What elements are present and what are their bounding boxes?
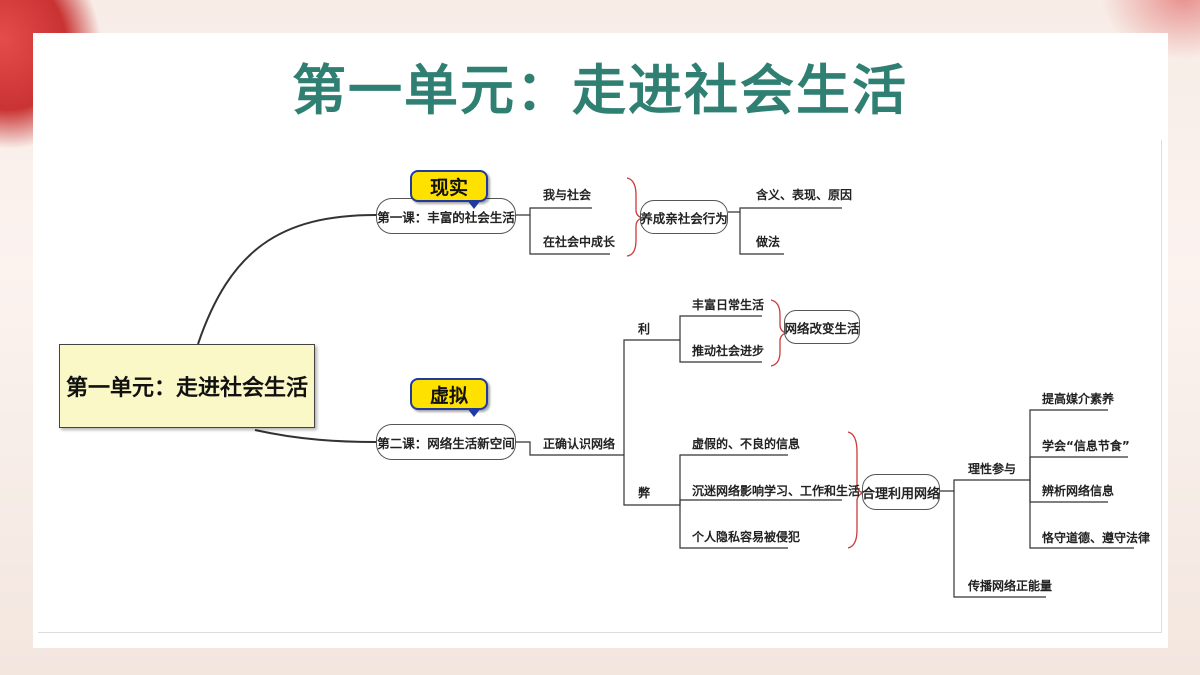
cons-label: 弊 [638,486,651,500]
summary1-child-1: 含义、表现、原因 [756,188,853,202]
tag-reality: 现实 [410,170,488,202]
pros-label: 利 [638,322,651,336]
pros-item-1: 丰富日常生活 [692,298,765,312]
rational-participation: 理性参与 [968,462,1017,476]
tag-tail [467,200,481,209]
summary-rational-use: 合理利用网络 [862,474,940,510]
lesson2-node: 第二课：网络生活新空间 [376,424,516,460]
lesson2-child: 正确认识网络 [543,437,616,451]
cons-item-1: 虚假的、不良的信息 [692,437,801,451]
root-node: 第一单元：走进社会生活 [59,344,315,428]
page-title: 第一单元：走进社会生活 [292,59,908,122]
summary1-child-2: 做法 [756,235,781,249]
lesson1-node: 第一课：丰富的社会生活 [376,198,516,234]
cons-item-3: 个人隐私容易被侵犯 [692,530,801,544]
tag-virtual: 虚拟 [410,378,488,410]
cons-item-2: 沉迷网络影响学习、工作和生活 [692,484,861,498]
rational-item-3: 辨析网络信息 [1042,484,1115,498]
diagram-frame [38,140,1162,633]
lesson1-child-2: 在社会中成长 [543,235,616,249]
rational-item-4: 恪守道德、遵守法律 [1042,531,1151,545]
lesson1-child-1: 我与社会 [543,188,592,202]
summary-network-change: 网络改变生活 [784,310,860,344]
spread-positive-energy: 传播网络正能量 [968,579,1053,593]
content-panel [33,33,1168,648]
summary-prosocial: 养成亲社会行为 [640,200,728,234]
rational-item-1: 提高媒介素养 [1042,392,1115,406]
tag-tail [467,408,481,417]
pros-item-2: 推动社会进步 [692,344,765,358]
rational-item-2: 学会“信息节食” [1042,439,1130,453]
